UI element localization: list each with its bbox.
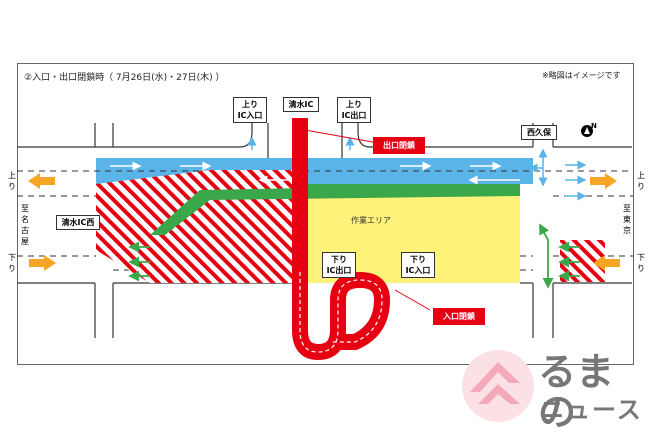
shimizu-ic-label: 清水IC	[283, 97, 319, 112]
closed-hatch-left	[96, 170, 300, 283]
closed-hatch-right	[560, 240, 605, 282]
right-dest-to: 至	[623, 204, 631, 213]
green-shift-lane	[150, 184, 520, 235]
down-ic-exit-label: 下り IC出口	[322, 252, 356, 278]
right-up-label: 上り	[637, 171, 645, 191]
shimizu-ic-west-label: 清水IC西	[56, 215, 100, 230]
nishikubo-label: 西久保	[521, 125, 557, 140]
up-ic-entrance-label: 上り IC入口	[233, 97, 267, 123]
work-area-label: 作業エリア	[351, 216, 391, 225]
up-ic-exit-label: 上り IC出口	[337, 97, 371, 123]
right-dest: 東京	[623, 215, 631, 235]
work-area-fill	[306, 190, 520, 283]
left-up-label: 上り	[8, 171, 16, 191]
left-dest-to: 至	[21, 204, 29, 213]
exit-closed-label: 出口閉鎖	[373, 137, 425, 154]
down-ic-entrance-label: 下り IC入口	[401, 252, 435, 278]
logo-sub-text: ニュース	[540, 396, 643, 424]
image-note: ※略図はイメージです	[542, 71, 621, 80]
logo-main-text: るまの	[538, 350, 615, 434]
left-dest: 名古屋	[21, 215, 29, 246]
entrance-closed-label: 入口閉鎖	[433, 308, 485, 325]
diagram-title: ②入口・出口閉鎖時（ 7月26日(水)・27日(木) ）	[24, 73, 225, 83]
north-label: N	[591, 122, 597, 130]
kurumano-logo-icon	[462, 350, 534, 422]
orange-direction-arrows	[28, 173, 620, 271]
left-down-label: 下り	[8, 253, 16, 273]
right-down-label: 下り	[637, 253, 645, 273]
